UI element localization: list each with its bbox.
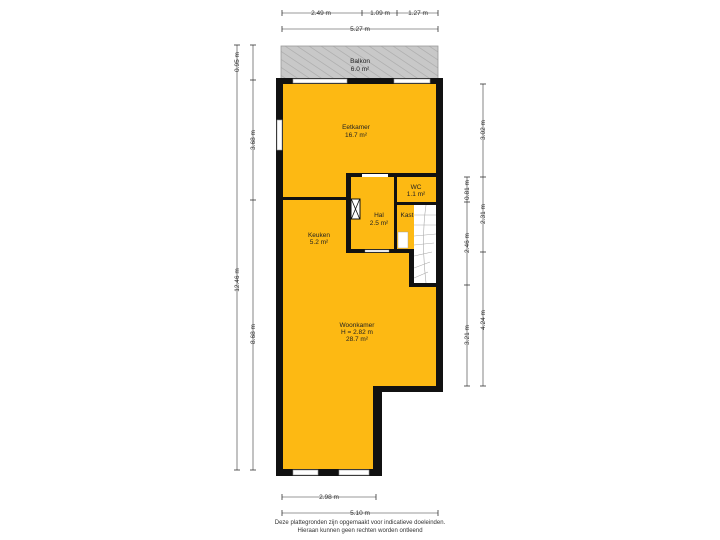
left-dimensions [234,44,256,471]
dim-top-1: 2.49 m [311,10,331,17]
floor-fill [282,84,437,470]
dim-right-mid: 2.31 m [480,204,487,224]
balkon-name: Balkon [350,58,370,65]
woonkamer-name: Woonkamer [340,322,376,329]
dim-left-lower: 8.68 m [250,324,257,344]
wc-area: 1.1 m² [407,191,426,198]
bottom-dimensions [281,494,439,516]
dim-bottom-1: 2.98 m [319,494,339,501]
eetkamer-area: 16.7 m² [345,132,368,139]
dim-left-total: 12.46 m [234,268,241,292]
wc-name: WC [411,184,422,191]
right-dimensions [464,83,486,387]
kast-name: Kast [400,212,413,219]
dim-top-2: 1.09 m [370,10,390,17]
cutouts [350,174,390,253]
woonkamer-area: 28.7 m² [346,336,369,343]
dim-bottom-total: 5.10 m [350,510,370,517]
hal-name: Hal [374,212,384,219]
dim-top-total: 5.27 m [350,26,370,33]
dim-right-lower: 3.21 m [464,325,471,345]
hal-area: 2.5 m² [370,220,389,227]
footer-line-1: Deze plattegronden zijn opgemaakt voor i… [275,520,446,526]
keuken-name: Keuken [308,232,330,239]
windows [276,78,431,476]
top-dimensions [281,10,439,32]
balkon-area: 6.0 m² [351,66,370,73]
woonkamer-height: H = 2.82 m [341,329,373,336]
closet-light [397,231,409,249]
staircase [413,204,437,284]
dim-right-upper: 3.02 m [480,120,487,140]
keuken-area: 5.2 m² [310,239,329,246]
dim-right-far: 4.24 m [480,310,487,330]
footer-line-2: Hieraan kunnen geen rechten worden ontle… [297,528,422,534]
outer-walls [276,78,443,476]
dim-top-3: 1.27 m [408,10,428,17]
dim-right-hal: 2.46 m [464,233,471,253]
dim-left-upper: 3.68 m [250,130,257,150]
dim-left-balkon: 0.95 m [234,52,241,72]
dim-right-wc: 0.81 m [464,180,471,200]
eetkamer-name: Eetkamer [342,124,371,131]
